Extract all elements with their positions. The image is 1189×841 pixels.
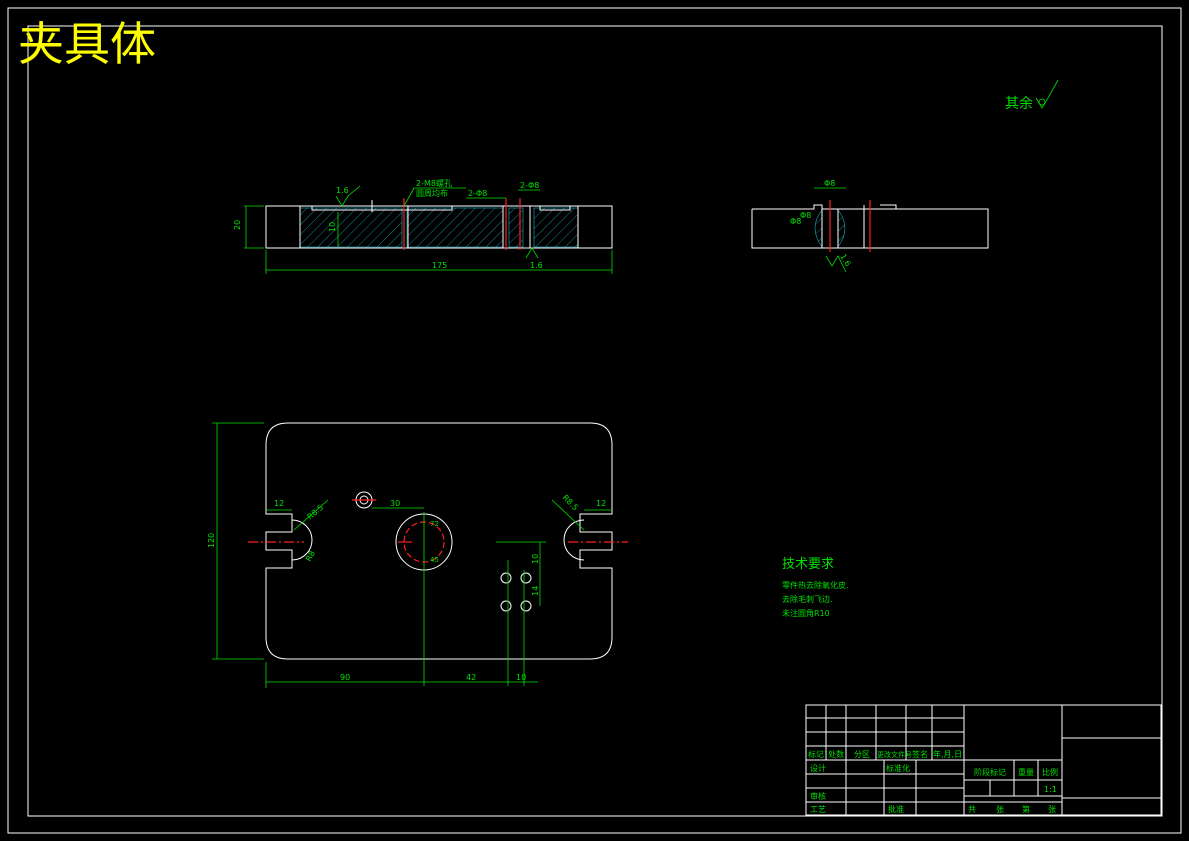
svg-text:1.6: 1.6 bbox=[530, 261, 543, 270]
svg-text:12: 12 bbox=[596, 499, 606, 508]
plan-view: 90 42 10 120 12 12 R8.5 R8 R8.5 30 10 14… bbox=[207, 422, 628, 688]
inner-frame bbox=[27, 25, 1163, 817]
svg-text:标准化: 标准化 bbox=[886, 763, 910, 773]
front-section-view: 1.6 1.6 2-M8螺孔 圆周均布 2-Φ8 2-Φ8 20 10 175 bbox=[233, 178, 613, 274]
svg-text:比例: 比例 bbox=[1042, 767, 1058, 777]
svg-text:42: 42 bbox=[466, 673, 476, 682]
svg-text:设计: 设计 bbox=[810, 763, 826, 773]
svg-text:阶段标记: 阶段标记 bbox=[974, 767, 1006, 777]
svg-text:1:1: 1:1 bbox=[1044, 785, 1057, 794]
svg-text:Φ8: Φ8 bbox=[824, 179, 835, 188]
svg-text:2-M8螺孔: 2-M8螺孔 bbox=[416, 178, 452, 188]
svg-text:签名: 签名 bbox=[912, 749, 928, 759]
svg-text:10: 10 bbox=[531, 554, 540, 564]
svg-text:圆周均布: 圆周均布 bbox=[416, 188, 448, 198]
svg-text:2-Φ8: 2-Φ8 bbox=[468, 189, 487, 198]
svg-text:R8.5: R8.5 bbox=[561, 493, 580, 512]
svg-text:标记: 标记 bbox=[808, 749, 824, 759]
svg-text:零件热去除氧化皮.: 零件热去除氧化皮. bbox=[782, 580, 849, 590]
side-section-view: Φ8 Φ8 Φ8 1.6 bbox=[751, 179, 989, 273]
svg-text:共: 共 bbox=[968, 805, 976, 814]
svg-text:其余: 其余 bbox=[1005, 95, 1033, 112]
surface-finish-note: 其余 bbox=[1005, 79, 1059, 112]
outer-frame bbox=[7, 7, 1182, 834]
svg-text:30: 30 bbox=[390, 499, 400, 508]
svg-text:审核: 审核 bbox=[810, 791, 826, 801]
svg-text:90: 90 bbox=[340, 673, 350, 682]
svg-text:175: 175 bbox=[432, 261, 447, 270]
svg-text:第: 第 bbox=[1022, 804, 1030, 814]
svg-text:工艺: 工艺 bbox=[810, 805, 826, 814]
svg-text:10: 10 bbox=[516, 673, 526, 682]
svg-text:14: 14 bbox=[531, 586, 540, 596]
svg-text:未注圆角R10: 未注圆角R10 bbox=[782, 608, 830, 618]
title-block: 标记 处数 分区 更改文件号 签名 年,月,日 设计 标准化 阶段标记 重量 比… bbox=[805, 704, 1162, 816]
svg-text:2-Φ8: 2-Φ8 bbox=[520, 181, 539, 190]
svg-text:R8: R8 bbox=[304, 549, 317, 563]
svg-text:10: 10 bbox=[328, 222, 337, 232]
svg-text:72: 72 bbox=[430, 520, 439, 528]
drawing-title: 夹具体 bbox=[18, 17, 156, 71]
svg-text:张: 张 bbox=[1048, 805, 1056, 814]
svg-text:更改文件号: 更改文件号 bbox=[877, 750, 912, 759]
svg-text:处数: 处数 bbox=[828, 749, 844, 759]
svg-text:技术要求: 技术要求 bbox=[782, 557, 834, 572]
svg-text:Φ8: Φ8 bbox=[790, 217, 801, 226]
svg-text:1.6: 1.6 bbox=[838, 253, 852, 269]
svg-text:张: 张 bbox=[996, 805, 1004, 814]
svg-text:1.6: 1.6 bbox=[336, 186, 349, 195]
svg-text:去除毛刺飞边.: 去除毛刺飞边. bbox=[782, 594, 833, 604]
svg-text:重量: 重量 bbox=[1018, 767, 1034, 777]
svg-text:批准: 批准 bbox=[888, 804, 904, 814]
svg-text:R8.5: R8.5 bbox=[306, 503, 326, 522]
svg-text:12: 12 bbox=[274, 499, 284, 508]
svg-text:Φ8: Φ8 bbox=[800, 211, 811, 220]
technical-requirements: 技术要求 零件热去除氧化皮. 去除毛刺飞边. 未注圆角R10 bbox=[782, 557, 849, 618]
svg-text:20: 20 bbox=[233, 220, 242, 230]
svg-text:分区: 分区 bbox=[854, 750, 870, 759]
svg-text:120: 120 bbox=[207, 533, 216, 548]
svg-text:45: 45 bbox=[430, 556, 439, 564]
svg-text:年,月,日: 年,月,日 bbox=[933, 749, 962, 759]
